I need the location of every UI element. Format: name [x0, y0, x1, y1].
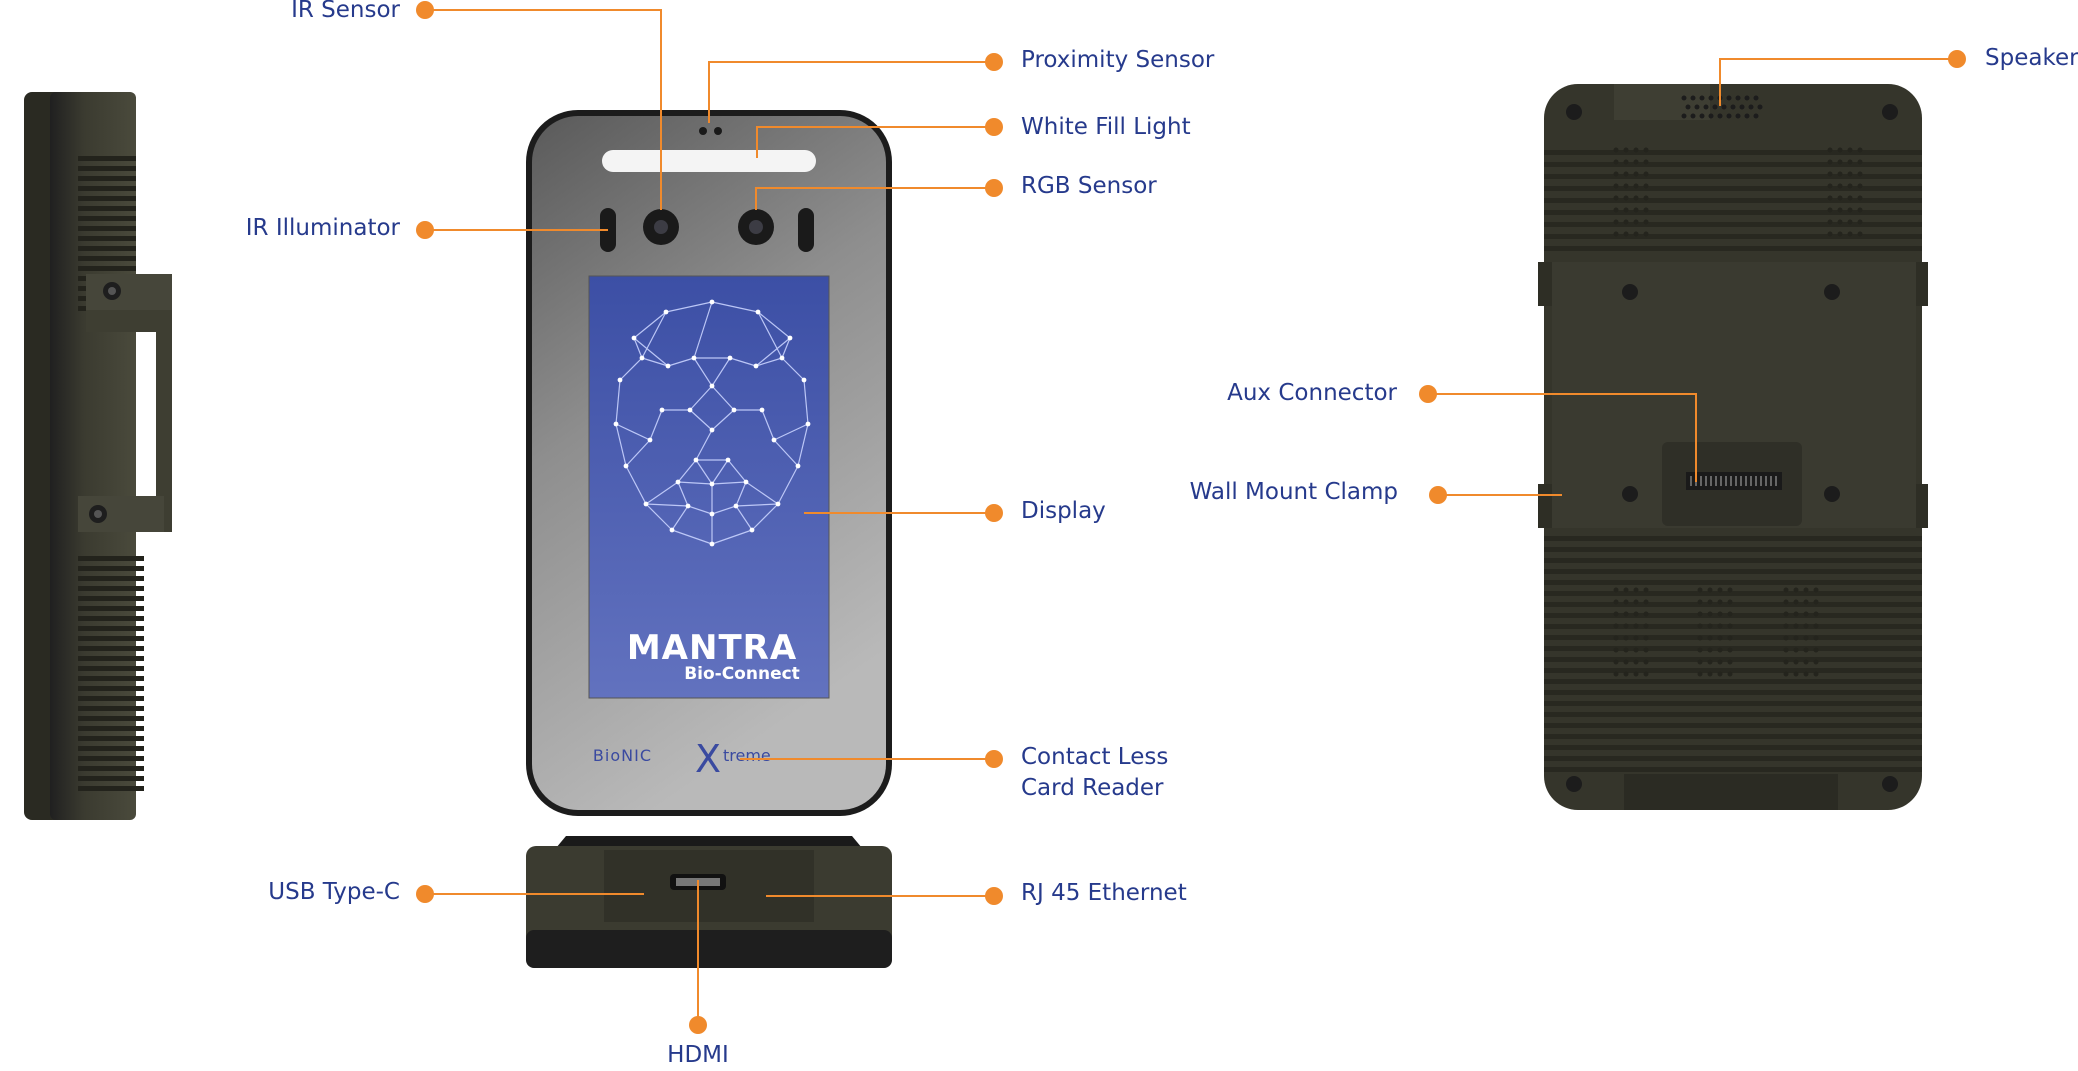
callout-dot-white-fill-light: [985, 118, 1003, 136]
callout-dot-rj45-ethernet: [985, 887, 1003, 905]
bionic-logo-suffix: treme: [723, 746, 771, 765]
label-contact-less-line1: Contact Less: [1021, 744, 1169, 770]
label-hdmi: HDMI: [667, 1042, 729, 1068]
side-vent-bottom: [78, 556, 144, 791]
callout-line-white-fill-light: [756, 126, 994, 158]
bionic-logo-prefix: BioNIC: [593, 746, 652, 765]
callout-dot-proximity-sensor: [985, 53, 1003, 71]
label-rgb-sensor: RGB Sensor: [1021, 173, 1157, 199]
label-contact-less-card-reader: Contact Less Card Reader: [1021, 742, 1168, 804]
callout-dot-display: [985, 504, 1003, 522]
callout-line-proximity-sensor: [708, 61, 994, 123]
callout-line-speaker: [1719, 58, 1957, 106]
label-display: Display: [1021, 498, 1106, 524]
callout-dot-speaker: [1948, 50, 1966, 68]
label-speaker: Speaker: [1985, 45, 2078, 71]
callout-dot-ir-illuminator: [416, 221, 434, 239]
callout-line-rgb-sensor: [755, 187, 994, 210]
white-fill-light-bar: [602, 150, 816, 172]
label-wall-mount-clamp: Wall Mount Clamp: [1189, 479, 1398, 505]
label-rj45-ethernet: RJ 45 Ethernet: [1021, 880, 1187, 906]
screen-brand: MANTRA: [627, 628, 797, 668]
speaker-grille: [1681, 95, 1763, 119]
label-aux-connector: Aux Connector: [1227, 380, 1397, 406]
bottom-view: [526, 836, 892, 968]
face-mesh-graphic: [613, 299, 811, 547]
callout-dot-aux-connector: [1419, 385, 1437, 403]
callout-dot-wall-mount-clamp: [1429, 486, 1447, 504]
callout-dot-ir-sensor: [416, 1, 434, 19]
callout-dot-rgb-sensor: [985, 179, 1003, 197]
callout-line-aux-connector: [1428, 393, 1697, 482]
side-view: [24, 92, 172, 820]
callout-dot-hdmi: [689, 1016, 707, 1034]
callout-dot-usb-type-c: [416, 885, 434, 903]
label-white-fill-light: White Fill Light: [1021, 114, 1191, 140]
back-view: [1538, 84, 1928, 810]
label-ir-sensor: IR Sensor: [291, 0, 400, 23]
callout-line-ir-sensor: [425, 9, 662, 210]
label-usb-type-c: USB Type-C: [268, 879, 400, 905]
label-ir-illuminator: IR Illuminator: [245, 215, 400, 241]
callout-dot-contact-less: [985, 750, 1003, 768]
bionic-logo-x: X: [695, 737, 721, 781]
label-proximity-sensor: Proximity Sensor: [1021, 47, 1215, 73]
label-contact-less-line2: Card Reader: [1021, 775, 1164, 801]
front-view: MANTRA Bio-Connect BioNIC X treme: [526, 110, 892, 816]
screen-sub-brand: Bio-Connect: [684, 664, 800, 684]
